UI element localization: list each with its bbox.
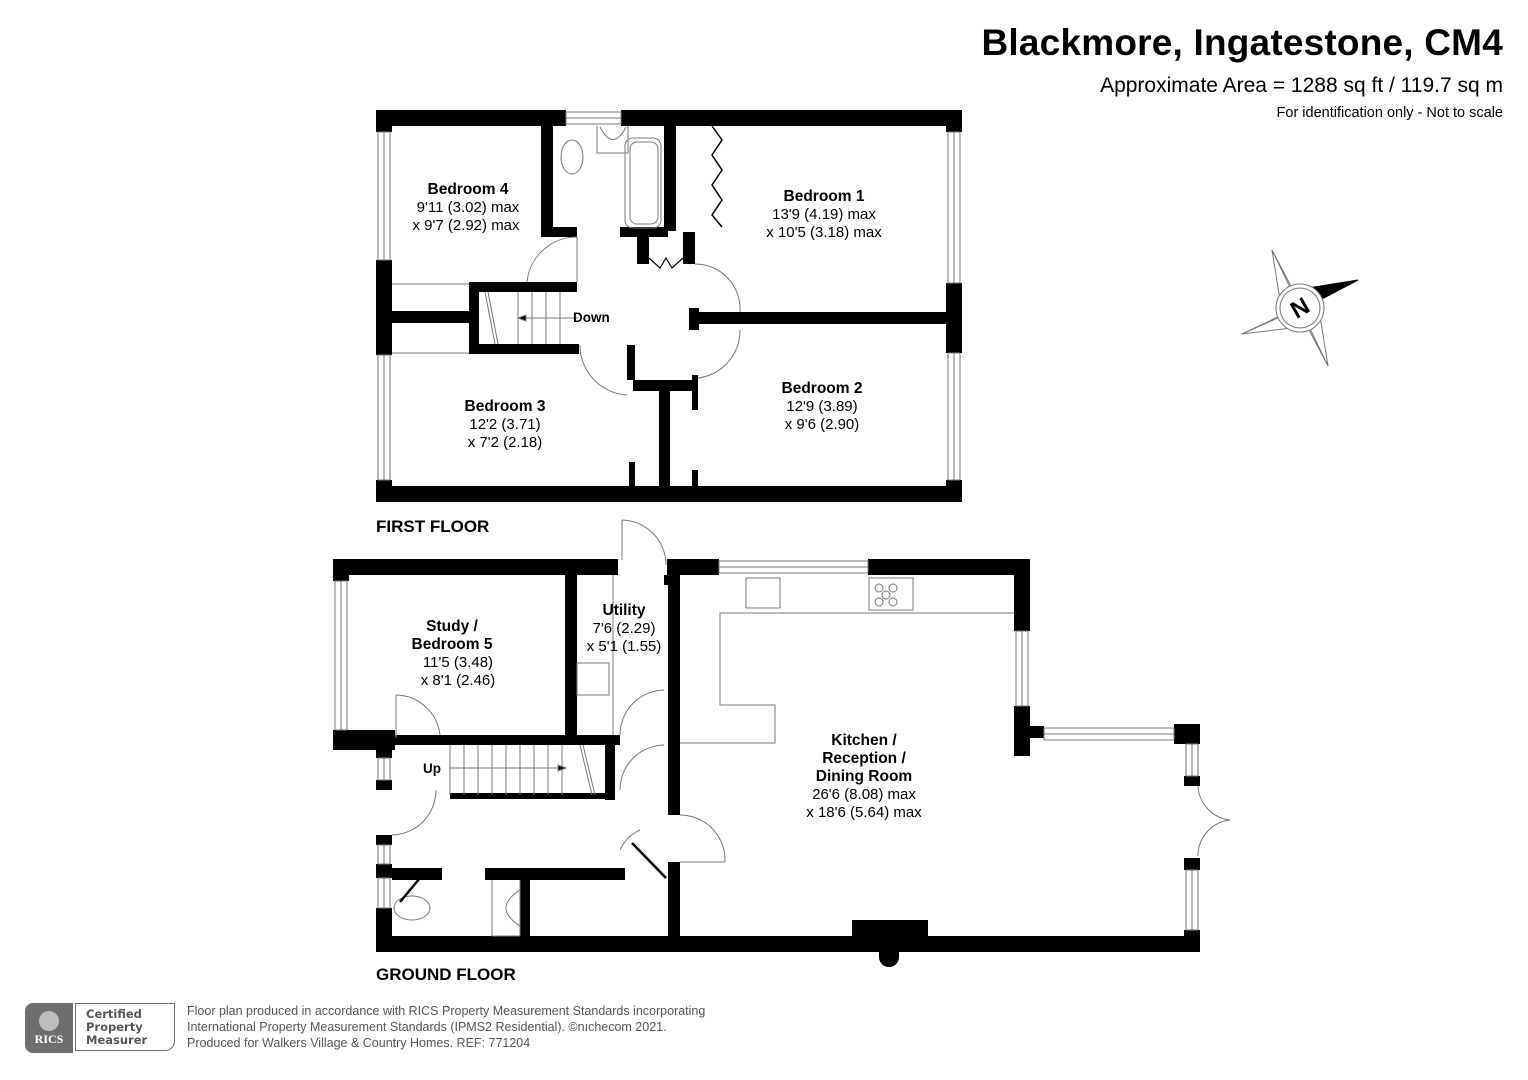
certified-measurer-text: Certified Property Measurer bbox=[75, 1003, 175, 1051]
room-name: Bedroom 4 bbox=[428, 181, 509, 198]
stairs-label: Down bbox=[573, 310, 610, 325]
room-dims: 9'11 (3.02) max bbox=[417, 199, 520, 216]
room-name: Reception / bbox=[822, 750, 906, 767]
room-dims: 12'2 (3.71) bbox=[469, 416, 540, 433]
room-dims: 7'6 (2.29) bbox=[593, 620, 656, 637]
room-name: Dining Room bbox=[816, 768, 912, 785]
room-dims: 11'5 (3.48) bbox=[423, 654, 493, 671]
basin-icon bbox=[491, 880, 521, 937]
first-floor-label: FIRST FLOOR bbox=[376, 517, 490, 536]
room-dims: x 18'6 (5.64) max bbox=[806, 804, 922, 821]
ground-floor-plan: Study / Bedroom 5 11'5 (3.48) x 8'1 (2.4… bbox=[333, 519, 1231, 967]
room-name: Kitchen / bbox=[831, 732, 897, 749]
kitchen-worktops bbox=[576, 575, 1014, 744]
door-swings bbox=[526, 125, 741, 396]
footer-disclaimer: Floor plan produced in accordance with R… bbox=[187, 1004, 706, 1050]
room-dims: x 9'7 (2.92) max bbox=[412, 217, 520, 234]
hob-icon bbox=[868, 577, 914, 611]
stairs-up bbox=[449, 744, 596, 796]
room-dims: 13'9 (4.19) max bbox=[772, 206, 876, 223]
walls bbox=[376, 110, 962, 502]
room-dims: x 5'1 (1.55) bbox=[587, 638, 662, 655]
rics-logo: RICS bbox=[25, 1003, 73, 1053]
north-arrow-compass-icon: N bbox=[1241, 249, 1359, 367]
room-name: Bedroom 2 bbox=[782, 380, 863, 397]
bath-icon bbox=[624, 137, 662, 229]
windows bbox=[334, 560, 1199, 931]
walls bbox=[333, 559, 1200, 967]
rics-lion-icon bbox=[39, 1011, 59, 1031]
room-name: Study / bbox=[426, 618, 478, 635]
room-dims: x 10'5 (3.18) max bbox=[766, 224, 882, 241]
toilet-icon bbox=[393, 895, 431, 921]
door-leaves bbox=[399, 842, 667, 903]
room-name: Utility bbox=[602, 602, 645, 619]
utility-sink-icon bbox=[576, 662, 610, 696]
room-dims: x 7'2 (2.18) bbox=[468, 434, 543, 451]
windows bbox=[377, 111, 961, 481]
room-dims: 12'9 (3.89) bbox=[786, 398, 857, 415]
kitchen-sink-icon bbox=[745, 577, 781, 609]
door-swings bbox=[391, 519, 1231, 937]
first-floor-plan: Bedroom 4 9'11 (3.02) max x 9'7 (2.92) m… bbox=[376, 110, 962, 502]
stairs-label: Up bbox=[423, 761, 441, 776]
room-dims: x 8'1 (2.46) bbox=[421, 672, 496, 689]
room-dims: 26'6 (8.08) max bbox=[812, 786, 916, 803]
bathroom-fixtures bbox=[560, 126, 662, 229]
rics-certified-badge: RICS Certified Property Measurer bbox=[25, 1003, 177, 1053]
property-title: Blackmore, Ingatestone, CM4 bbox=[981, 22, 1503, 63]
room-dims: x 9'6 (2.90) bbox=[785, 416, 860, 433]
toilet-icon bbox=[560, 139, 584, 175]
stairs-down bbox=[484, 291, 578, 345]
approximate-area: Approximate Area = 1288 sq ft / 119.7 sq… bbox=[1100, 74, 1503, 97]
room-name: Bedroom 3 bbox=[465, 398, 546, 415]
room-name: Bedroom 1 bbox=[784, 188, 865, 205]
ground-floor-label: GROUND FLOOR bbox=[376, 965, 516, 984]
scale-disclaimer: For identification only - Not to scale bbox=[1276, 105, 1503, 121]
room-name: Bedroom 5 bbox=[412, 636, 493, 653]
